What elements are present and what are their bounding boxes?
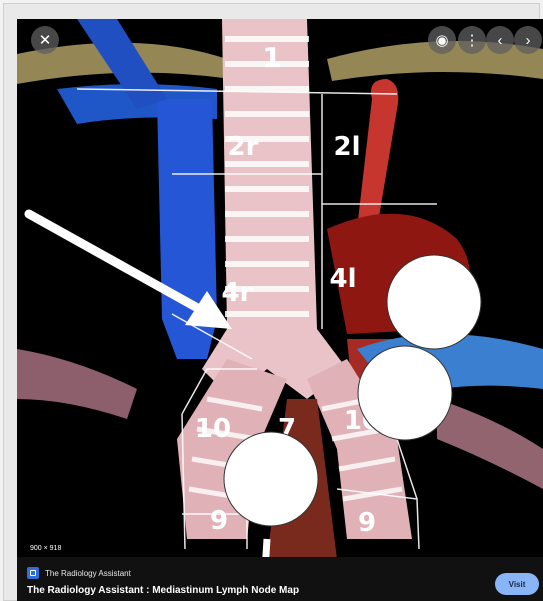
lymph-node-map-image: 1 2r 2l 4r 4l 10 7 10 9 9 (17, 19, 543, 557)
image-dimensions: 900 × 918 (27, 544, 64, 553)
visit-button[interactable]: Visit (495, 573, 539, 595)
station-label-4l: 4l (329, 264, 356, 294)
previous-image-button[interactable]: ‹ (486, 26, 514, 54)
station-label-2r: 2r (228, 132, 259, 162)
lens-button[interactable]: ◉ (428, 26, 456, 54)
marker-circle (224, 432, 318, 526)
station-label-2l: 2l (333, 132, 360, 162)
more-options-button[interactable]: ⋮ (458, 26, 486, 54)
station-label-10-left: 10 (195, 414, 231, 444)
close-button[interactable]: ✕ (31, 26, 59, 54)
source-row[interactable]: The Radiology Assistant (27, 567, 131, 579)
image-info-footer: The Radiology Assistant The Radiology As… (17, 557, 543, 601)
image-title-link[interactable]: The Radiology Assistant : Mediastinum Ly… (27, 585, 299, 596)
marker-circle (358, 346, 452, 440)
station-label-9-left: 9 (210, 506, 228, 536)
station-label-9-right: 9 (358, 508, 376, 538)
lens-icon: ◉ (435, 33, 448, 48)
chevron-right-icon: › (526, 33, 531, 48)
station-label-4r: 4r (222, 278, 253, 308)
chevron-left-icon: ‹ (498, 33, 503, 48)
more-vert-icon: ⋮ (465, 33, 480, 48)
close-icon: ✕ (39, 33, 52, 48)
marker-circle (387, 255, 481, 349)
site-favicon-icon (27, 567, 39, 579)
next-image-button[interactable]: › (514, 26, 542, 54)
station-label-1: 1 (262, 41, 281, 74)
source-name: The Radiology Assistant (45, 569, 131, 578)
image-viewer[interactable]: 1 2r 2l 4r 4l 10 7 10 9 9 (17, 19, 543, 557)
